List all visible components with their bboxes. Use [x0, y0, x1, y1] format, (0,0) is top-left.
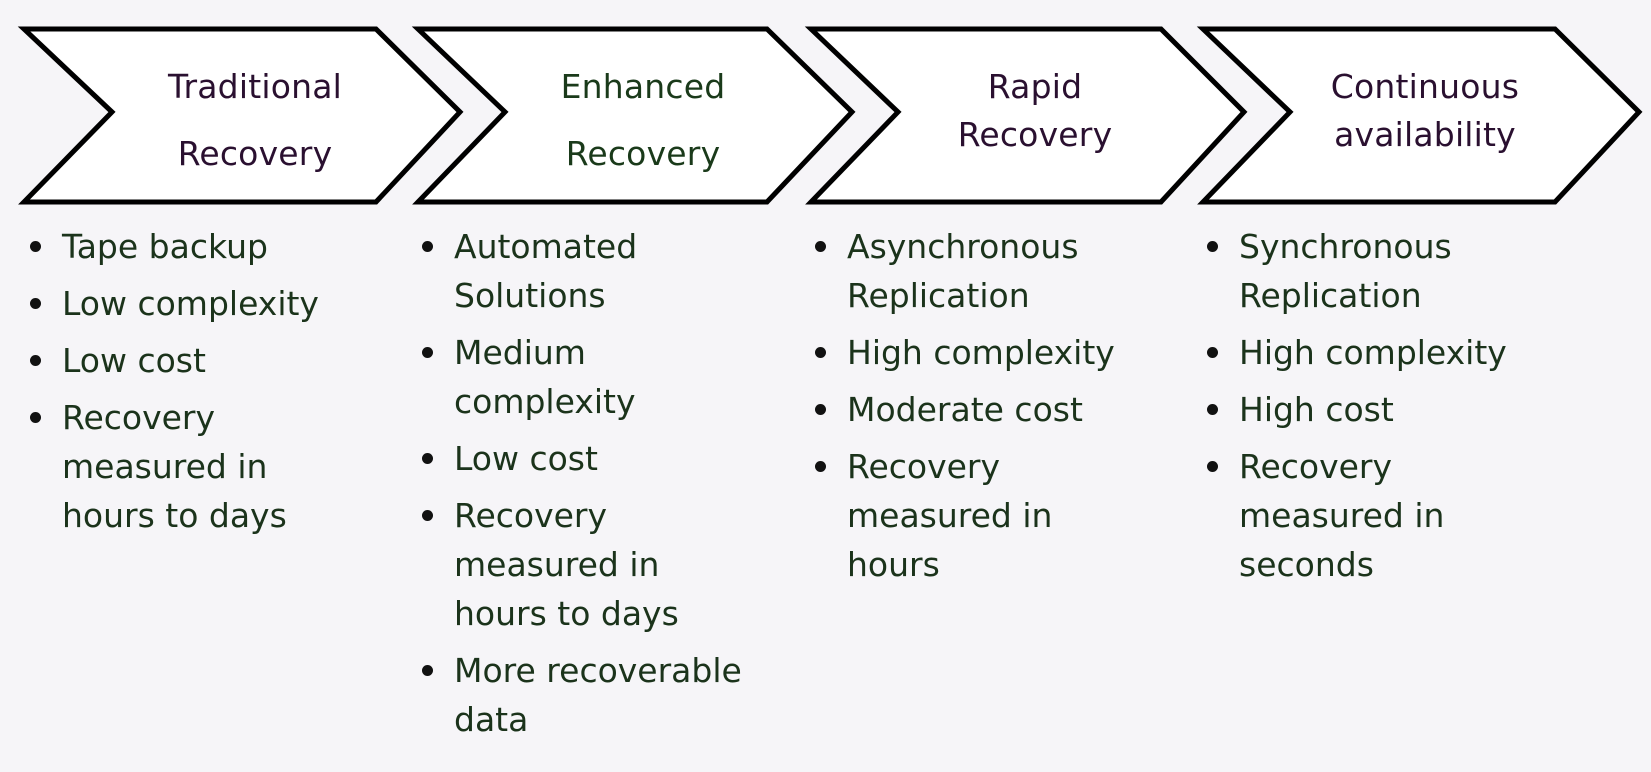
list-item: Automated Solutions: [418, 222, 674, 320]
bullet-dot-icon: [815, 404, 826, 415]
bullet-dot-icon: [30, 241, 41, 252]
bullet-text: Low cost: [454, 439, 598, 478]
stage-title-traditional-recovery: Traditional Recovery: [130, 53, 380, 187]
bullet-text: Asynchronous Replication: [847, 227, 1079, 315]
list-item: Recovery measured in hours: [811, 442, 1097, 589]
bullet-dot-icon: [30, 298, 41, 309]
list-item: Recovery measured in seconds: [1203, 442, 1489, 589]
stage-title-line: Recovery: [177, 134, 333, 173]
list-item: Low cost: [26, 336, 371, 385]
bullet-text: More recoverable data: [454, 651, 742, 739]
bullet-dot-icon: [422, 453, 433, 464]
list-item: Recovery measured in hours to days: [26, 393, 312, 540]
bullets-rapid-recovery: Asynchronous Replication High complexity…: [811, 222, 1156, 597]
stage-title-enhanced-recovery: Enhanced Recovery: [518, 53, 768, 187]
stage-title-line: Continuous: [1330, 67, 1520, 106]
bullet-text: High complexity: [1239, 333, 1507, 372]
list-item: Asynchronous Replication: [811, 222, 1127, 320]
bullet-dot-icon: [30, 355, 41, 366]
bullet-dot-icon: [815, 347, 826, 358]
bullet-text: Low complexity: [62, 284, 319, 323]
list-item: Tape backup: [26, 222, 371, 271]
bullet-text: Recovery measured in hours: [847, 447, 1053, 584]
list-item: Low cost: [418, 434, 763, 483]
stage-title-line: Enhanced: [560, 67, 726, 106]
bullets-traditional-recovery: Tape backup Low complexity Low cost Reco…: [26, 222, 371, 548]
stage-title-line: availability: [1334, 115, 1516, 154]
bullet-text: Medium complexity: [454, 333, 636, 421]
bullet-text: High cost: [1239, 390, 1394, 429]
list-item: Moderate cost: [811, 385, 1156, 434]
list-item: Low complexity: [26, 279, 371, 328]
bullet-text: Moderate cost: [847, 390, 1083, 429]
bullet-text: Synchronous Replication: [1239, 227, 1452, 315]
chevron-traditional-recovery: [17, 26, 464, 205]
bullet-dot-icon: [1207, 347, 1218, 358]
chevron-enhanced-recovery: [411, 26, 856, 205]
bullets-enhanced-recovery: Automated Solutions Medium complexity Lo…: [418, 222, 763, 752]
list-item: High complexity: [811, 328, 1156, 377]
bullet-dot-icon: [1207, 461, 1218, 472]
bullet-dot-icon: [815, 241, 826, 252]
bullet-dot-icon: [30, 412, 41, 423]
list-item: Synchronous Replication: [1203, 222, 1489, 320]
list-item: High cost: [1203, 385, 1548, 434]
bullet-text: Recovery measured in seconds: [1239, 447, 1445, 584]
stage-title-line: Recovery: [957, 115, 1113, 154]
bullet-dot-icon: [1207, 404, 1218, 415]
list-item: More recoverable data: [418, 646, 774, 744]
list-item: Medium complexity: [418, 328, 674, 426]
bullet-dot-icon: [422, 347, 433, 358]
bullet-dot-icon: [422, 510, 433, 521]
bullet-text: Low cost: [62, 341, 206, 380]
stage-title-rapid-recovery: Rapid Recovery: [910, 63, 1160, 159]
bullet-dot-icon: [422, 241, 433, 252]
stage-title-continuous-availability: Continuous availability: [1290, 63, 1560, 159]
bullet-text: Recovery measured in hours to days: [454, 496, 679, 633]
bullets-continuous-availability: Synchronous Replication High complexity …: [1203, 222, 1548, 597]
bullet-text: High complexity: [847, 333, 1115, 372]
bullet-dot-icon: [1207, 241, 1218, 252]
list-item: High complexity: [1203, 328, 1548, 377]
bullet-text: Recovery measured in hours to days: [62, 398, 287, 535]
stage-title-line: Recovery: [565, 134, 721, 173]
chevron-rapid-recovery: [804, 26, 1248, 205]
bullet-text: Tape backup: [62, 227, 268, 266]
bullet-text: Automated Solutions: [454, 227, 638, 315]
stage-title-line: Traditional: [167, 67, 343, 106]
bullet-dot-icon: [422, 665, 433, 676]
list-item: Recovery measured in hours to days: [418, 491, 709, 638]
chevron-continuous-availability: [1196, 26, 1643, 205]
bullet-dot-icon: [815, 461, 826, 472]
stage-title-line: Rapid: [987, 67, 1083, 106]
